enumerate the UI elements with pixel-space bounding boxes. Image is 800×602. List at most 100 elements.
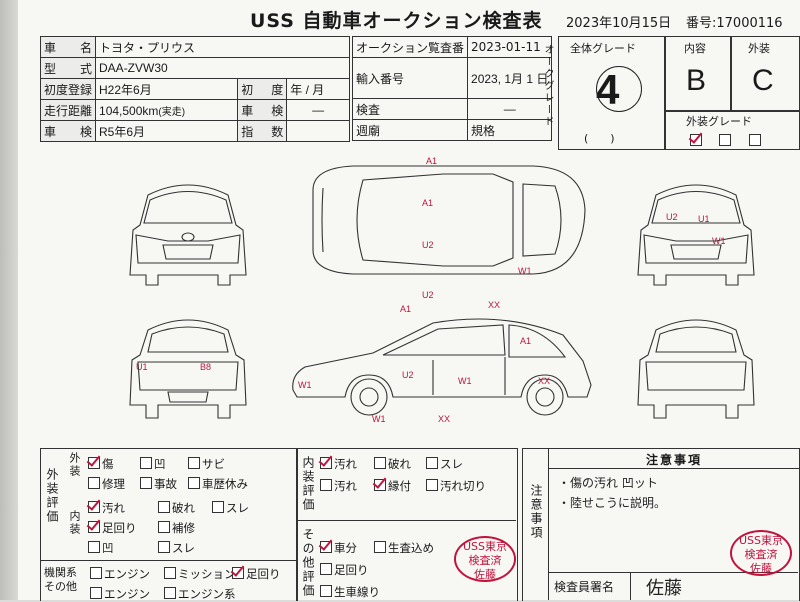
notes-title: 注意事項 (646, 453, 703, 467)
label-auction-date: オークション覧査番 (351, 36, 469, 58)
exterior-grade-checks (690, 130, 763, 149)
mech-divider (40, 560, 296, 561)
first-reg-value: H22年6月 (95, 78, 239, 100)
opt-in-3[interactable]: スレ (426, 456, 463, 472)
label-car-name: 車 名 (39, 36, 97, 58)
opt-in-2[interactable]: 破れ (374, 456, 411, 472)
car-diagram (129, 165, 755, 419)
inspector-label: 検査員署名 (554, 580, 615, 594)
damage-mark: W1 (372, 414, 386, 424)
header-date: 2023年10月15日 (566, 16, 672, 31)
label-service: 週廟 (351, 119, 469, 141)
opt-mech-2[interactable]: ミッション (164, 566, 236, 582)
interior-eval-label: 内装評価 (301, 456, 315, 512)
opt-int-5[interactable]: 補修 (158, 520, 195, 536)
opt-in-4[interactable]: 汚れ (320, 478, 357, 494)
damage-mark: W1 (518, 266, 532, 276)
opt-mech-4[interactable]: エンジン (90, 586, 150, 602)
interior-eval-frame (296, 448, 518, 601)
opt-other-3[interactable]: 足回り (320, 562, 369, 578)
opt-int-4[interactable]: 足回り (88, 520, 137, 536)
opt-int-6[interactable]: 凹 (88, 540, 114, 556)
opt-ext-4[interactable]: 修理 (88, 476, 125, 492)
exterior-eval-frame (40, 448, 298, 601)
model-value: DAA-ZVW30 (95, 57, 350, 79)
auction-info-table: オークション覧査番 2023-01-11 輸入番号 2023, 1月 1 日 検… (351, 36, 553, 141)
mileage-value: 104,500km(実走) (95, 99, 239, 121)
exterior-grade-sublabel: 外装グレード (686, 115, 752, 128)
opt-in-5[interactable]: 縁付 (374, 478, 411, 494)
exterior-grade-check-3[interactable] (748, 134, 761, 146)
opt-other-2[interactable]: 生査込め (374, 540, 434, 556)
header-number: 番号:17000116 (686, 16, 783, 31)
car-rear-view (129, 319, 247, 419)
index-value (286, 120, 350, 142)
inspection-stamp-middle: USS東京検査済佐藤 (454, 536, 516, 582)
car-top-view (312, 165, 586, 275)
opt-ext-2[interactable]: 凹 (140, 456, 166, 472)
damage-mark: XX (538, 376, 551, 386)
opt-int-7[interactable]: スレ (158, 540, 195, 556)
exterior-outer-label: 外装 (68, 452, 81, 478)
note-line-1: ・傷の汚れ 凹ット (558, 476, 658, 490)
opt-mech-3[interactable]: 足回り (232, 566, 281, 582)
opt-ext-5[interactable]: 事故 (140, 476, 177, 492)
inspection-value: — (286, 99, 350, 121)
exterior-grade-check-1[interactable] (690, 134, 702, 146)
damage-mark: A1 (426, 156, 438, 166)
first-value: 年 / 月 (286, 78, 350, 100)
car-front-view (129, 184, 247, 286)
notes-title-row (548, 448, 799, 469)
page-edge (0, 0, 18, 600)
damage-mark: W1 (458, 376, 472, 386)
interior-grade-value: B (686, 64, 707, 97)
opt-ext-1[interactable]: 傷 (88, 456, 114, 472)
label-import: 輸入番号 (351, 57, 469, 99)
vehicle-info-table: 車 名 トヨタ・プリウス 型 式 DAA-ZVW30 初度登録 H22年6月 初… (39, 36, 350, 142)
opt-ext-3[interactable]: サビ (188, 456, 225, 472)
opt-in-1[interactable]: 汚れ (320, 456, 357, 472)
opt-mech-5[interactable]: エンジン系 (164, 586, 236, 602)
opt-ext-6[interactable]: 車歴休み (188, 476, 248, 492)
label-spec: 規格 (467, 119, 553, 141)
opt-int-2[interactable]: 破れ (158, 500, 195, 516)
label-check: 検査 (351, 98, 469, 120)
label-shaken: 車 検 (39, 120, 97, 142)
damage-mark: W1 (712, 236, 726, 246)
interior-grade-label: 内容 (684, 42, 706, 55)
other-eval-label: その他評価 (301, 528, 315, 598)
label-inspection: 車検 (237, 99, 288, 121)
grade-paren: ( ) (584, 132, 615, 145)
opt-int-1[interactable]: 汚れ (88, 500, 125, 516)
auction-grade-vertical: オークグレード (542, 44, 553, 128)
label-first-reg: 初度登録 (39, 78, 97, 100)
auction-date-value: 2023-01-11 (467, 36, 553, 58)
car-rear-right-view (637, 319, 755, 419)
opt-in-6[interactable]: 汚れ切り (426, 478, 486, 494)
exterior-grade-label: 外装 (748, 42, 770, 55)
opt-other-1[interactable]: 車分 (320, 540, 357, 556)
inspection-sheet: USS 自動車オークション検査表 2023年10月15日 番号:17000116… (18, 0, 800, 602)
damage-mark: U1 (136, 362, 148, 372)
inspection-stamp-right: USS東京検査済佐藤 (730, 530, 792, 576)
label-first: 初度 (237, 78, 288, 100)
opt-mech-1[interactable]: エンジン (90, 566, 150, 582)
shaken-value: R5年6月 (95, 120, 239, 142)
damage-mark: A1 (422, 198, 434, 208)
car-side-view (292, 318, 592, 416)
inspector-col-divider (630, 572, 631, 600)
damage-mark: B8 (200, 362, 212, 372)
sheet-title: USS 自動車オークション検査表 (250, 10, 543, 32)
damage-mark: W1 (298, 380, 312, 390)
grade-circle (596, 66, 642, 112)
exterior-grade-check-2[interactable] (719, 134, 732, 146)
mech-label: 機関系その他 (44, 566, 77, 593)
exterior-grade-value: C (752, 64, 774, 97)
exterior-eval-label: 外装評価 (45, 468, 59, 524)
inspector-name: 佐藤 (646, 578, 682, 599)
damage-mark: U2 (666, 212, 678, 222)
opt-int-3[interactable]: スレ (212, 500, 249, 516)
exterior-inner-label: 内装 (68, 510, 81, 536)
label-index: 指数 (237, 120, 288, 142)
opt-other-4[interactable]: 生車線り (320, 584, 380, 600)
